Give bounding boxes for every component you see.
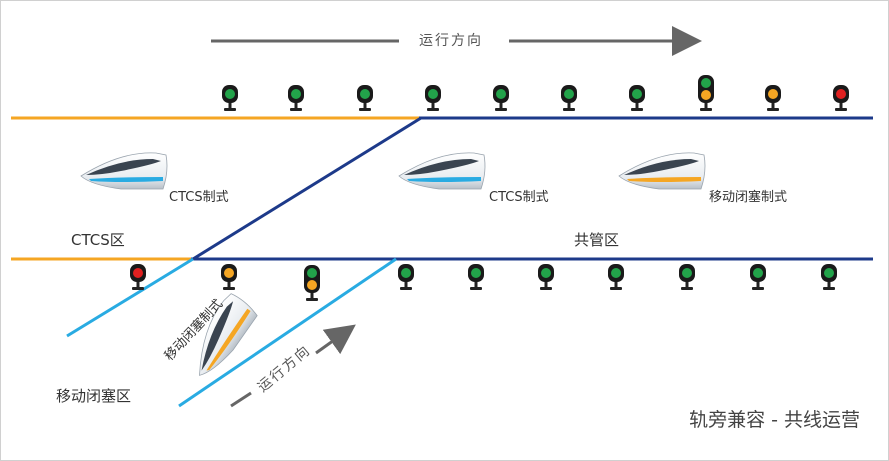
moving-block-zone-label: 移动闭塞区	[56, 387, 132, 405]
train-label-ctcs-2: CTCS制式	[489, 190, 549, 205]
train-moving-block-2	[199, 293, 258, 376]
signal-light-top-10	[833, 85, 849, 111]
signal-light-bottom-8	[679, 264, 695, 290]
signal-light-top-1	[222, 85, 238, 111]
signal-light-bottom-6	[538, 264, 554, 290]
signal-light-top-9	[765, 85, 781, 111]
signal-light-top-6	[561, 85, 577, 111]
direction-arrow-bottom-tail	[230, 391, 252, 408]
train-moving-block-1	[618, 152, 706, 190]
train-ctcs-1	[80, 152, 168, 190]
moving-block-track-2	[178, 257, 397, 408]
signal-light-bottom-4	[398, 264, 414, 290]
diagram-caption: 轨旁兼容 - 共线运营	[689, 409, 860, 431]
direction-label-top: 运行方向	[419, 33, 483, 49]
signal-light-bottom-7	[608, 264, 624, 290]
train-ctcs-2	[398, 152, 486, 190]
ctcs-zone-label: CTCS区	[71, 231, 125, 249]
signal-light-bottom-10	[821, 264, 837, 290]
signals-bottom-row	[130, 264, 837, 301]
direction-arrow-bottom-head	[315, 324, 356, 355]
signal-light-top-8	[698, 75, 714, 111]
signal-light-bottom-3	[304, 265, 320, 301]
signal-light-top-5	[493, 85, 509, 111]
train-label-ctcs-1: CTCS制式	[169, 190, 229, 205]
train-label-moving-block-1: 移动闭塞制式	[709, 190, 788, 205]
signal-light-bottom-2	[221, 264, 237, 290]
crossover-track	[192, 116, 422, 261]
signal-light-top-2	[288, 85, 304, 111]
signal-light-top-4	[425, 85, 441, 111]
moving-block-track-1	[66, 257, 194, 338]
signals-top-row	[222, 75, 849, 111]
signal-light-bottom-5	[468, 264, 484, 290]
signal-light-top-7	[629, 85, 645, 111]
shared-zone-label: 共管区	[574, 231, 620, 249]
signal-light-top-3	[357, 85, 373, 111]
signal-light-bottom-1	[130, 264, 146, 290]
signal-light-bottom-9	[750, 264, 766, 290]
